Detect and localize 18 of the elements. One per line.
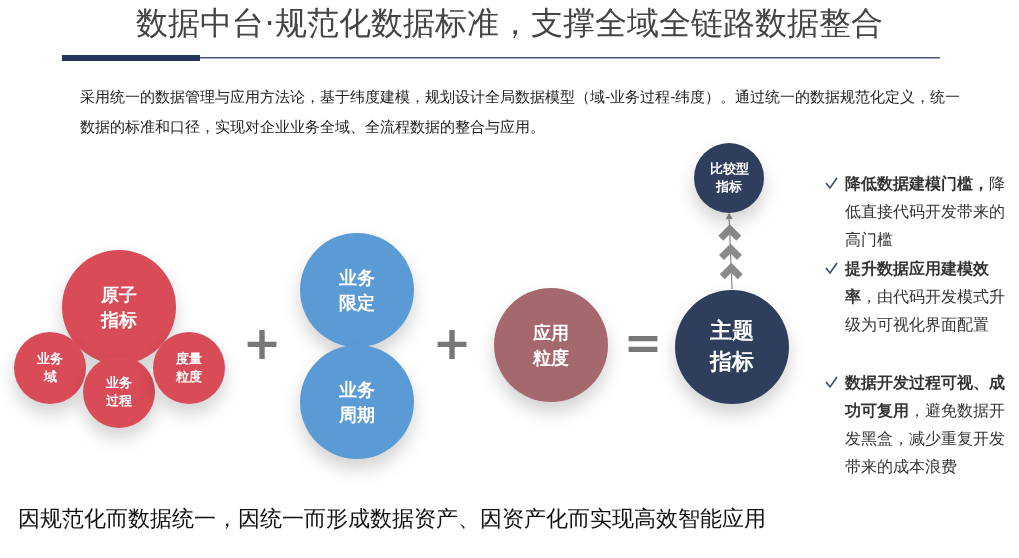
chevron-arrow bbox=[718, 213, 743, 290]
list-item: 降低数据建模门槛，降低直接代码开发带来的高门槛 bbox=[845, 174, 1005, 251]
circle: 应用粒度 bbox=[494, 288, 608, 402]
list-item: 数据开发过程可视、成功可复用，避免数据开发黑盒，减少重复开发带来的成本浪费 bbox=[845, 373, 1005, 478]
circle: 业务过程 bbox=[83, 356, 155, 428]
plus-sign: + bbox=[242, 318, 282, 368]
equals-sign: = bbox=[622, 318, 664, 368]
circle: 业务限定 bbox=[300, 233, 414, 347]
list-item: 提升数据应用建模效率，由代码开发模式升级为可视化界面配置 bbox=[845, 259, 1005, 336]
caption: 因规范化而数据统一，因统一而形成数据资产、因资产化而实现高效智能应用 bbox=[18, 505, 766, 533]
circle: 比较型指标 bbox=[694, 143, 764, 213]
circle: 主题指标 bbox=[675, 290, 789, 404]
title: 数据中台·规范化数据标准，支撑全域全链路数据整合 bbox=[135, 3, 884, 44]
circle: 业务域 bbox=[14, 332, 86, 404]
circle: 业务周期 bbox=[300, 345, 414, 459]
plus-sign: + bbox=[432, 318, 472, 368]
paragraph: 采用统一的数据管理与应用方法论，基于纬度建模，规划设计全局数据模型（域-业务过程-纬度）。通过统一的数据规范化定义，统一数据的标准和口径，实现对企业业务全域、全流程数据的整合与应用。 bbox=[80, 88, 962, 137]
circle: 度量粒度 bbox=[153, 332, 225, 404]
